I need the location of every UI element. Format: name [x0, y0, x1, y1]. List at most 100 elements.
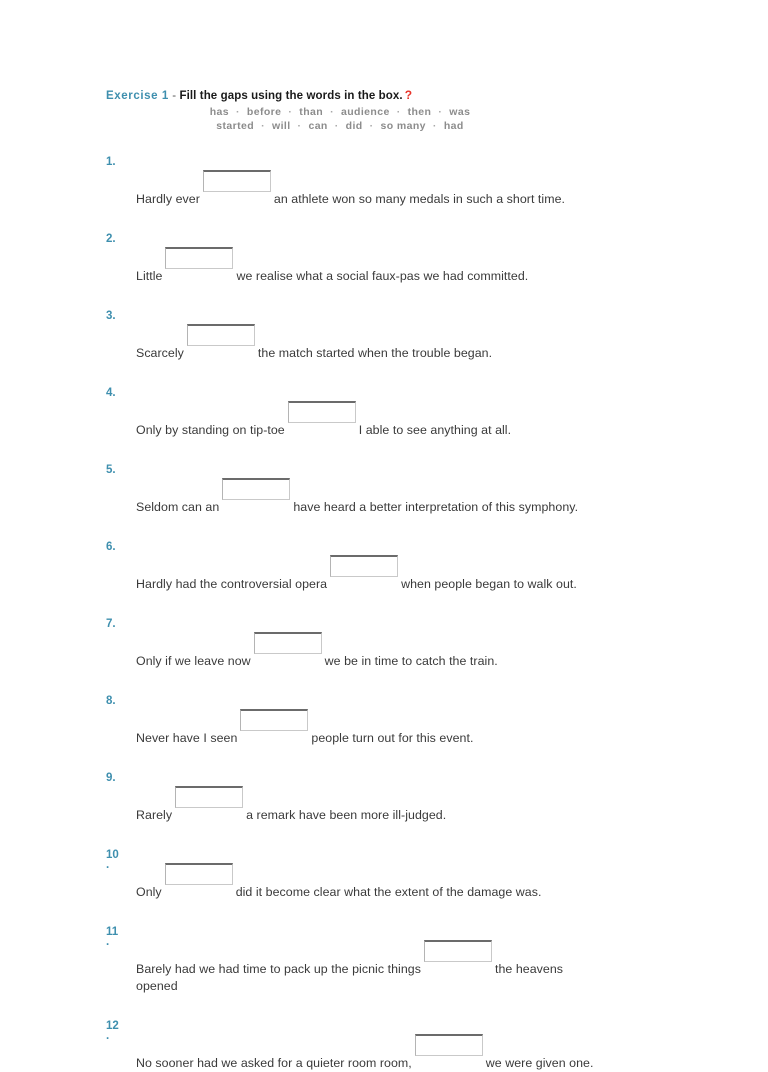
exercise-dash: -: [168, 90, 180, 102]
question-number-value: 12: [106, 1020, 119, 1032]
question-number-dot: ·: [106, 939, 110, 951]
question-number-value: 1.: [106, 156, 116, 168]
question-number: 9.: [106, 771, 132, 785]
word-bank-item[interactable]: started: [216, 119, 255, 132]
word-separator: ·: [369, 119, 374, 132]
answer-blank-input[interactable]: [253, 632, 322, 654]
question-text: Only if we leave now we be in time to cat…: [136, 617, 668, 670]
question-number-value: 2.: [106, 233, 116, 245]
word-separator: ·: [261, 119, 266, 132]
sentence-before-blank: Only by standing on tip-toe: [136, 423, 285, 437]
sentence-before-blank: Scarcely: [136, 346, 184, 360]
question-item: 11· Barely had we had time to pack up the…: [106, 925, 668, 995]
sentence-after-blank: did it become clear what the extent of t…: [235, 885, 542, 899]
sentence-before-blank: Only: [136, 885, 162, 899]
word-bank-row-1: has·before·than·audience·then·was: [120, 106, 560, 120]
question-number: 8.: [106, 694, 132, 708]
exercise-label: Exercise 1: [106, 90, 169, 102]
question-number-value: 8.: [106, 695, 116, 707]
sentence-before-blank: Hardly ever: [136, 192, 200, 206]
question-number: 12·: [106, 1019, 132, 1046]
question-number: 3.: [106, 309, 132, 323]
question-item: 9. Rarely a remark have been more ill-judg…: [106, 771, 668, 824]
question-number: 10·: [106, 848, 132, 875]
question-item: 12· No sooner had we asked for a quieter …: [106, 1019, 668, 1072]
answer-blank-input[interactable]: [164, 863, 233, 885]
word-separator: ·: [432, 119, 437, 132]
sentence-before-blank: No sooner had we asked for a quieter roo…: [136, 1056, 412, 1070]
question-number: 2.: [106, 232, 132, 246]
answer-blank-input[interactable]: [175, 786, 244, 808]
sentence-after-blank: I able to see anything at all.: [358, 423, 512, 437]
question-text: No sooner had we asked for a quieter roo…: [136, 1019, 668, 1072]
word-bank-item[interactable]: will: [272, 119, 291, 132]
word-bank-item[interactable]: was: [449, 106, 471, 118]
answer-blank-input[interactable]: [330, 555, 399, 577]
word-bank-item[interactable]: then: [407, 106, 432, 118]
question-number: 7.: [106, 617, 132, 631]
answer-blank-input[interactable]: [186, 324, 255, 346]
sentence-after-blank: we were given one.: [485, 1056, 594, 1070]
question-number-dot: ·: [106, 1033, 110, 1045]
sentence-before-blank: Never have I seen: [136, 731, 238, 745]
answer-blank-input[interactable]: [222, 478, 291, 500]
word-separator: ·: [396, 106, 401, 118]
answer-blank-input[interactable]: [240, 709, 309, 731]
question-text: Hardly ever an athlete won so many medals…: [136, 155, 668, 208]
question-number-value: 7.: [106, 618, 116, 630]
question-item: 10· Only did it become clear what the exte…: [106, 848, 668, 901]
sentence-before-blank: Rarely: [136, 808, 173, 822]
question-number-value: 4.: [106, 387, 116, 399]
question-number-value: 3.: [106, 310, 116, 322]
sentence-before-blank: Little: [136, 269, 163, 283]
word-bank-item[interactable]: did: [345, 119, 363, 132]
word-separator: ·: [438, 106, 443, 118]
word-bank-item[interactable]: than: [299, 106, 324, 118]
question-number-value: 6.: [106, 541, 116, 553]
question-text: Rarely a remark have been more ill-judged…: [136, 771, 668, 824]
question-number: 5.: [106, 463, 132, 477]
answer-blank-input[interactable]: [287, 401, 356, 423]
word-separator: ·: [330, 106, 334, 118]
sentence-before-blank: Barely had we had time to pack up the pi…: [136, 962, 421, 976]
word-bank-item[interactable]: before: [246, 106, 282, 118]
word-bank-item[interactable]: so many: [380, 119, 426, 132]
question-text: Only did it become clear what the extent …: [136, 848, 668, 901]
sentence-before-blank: Only if we leave now: [136, 654, 251, 668]
sentence-before-blank: Hardly had the controversial opera: [136, 577, 328, 591]
question-number-value: 9.: [106, 772, 116, 784]
word-separator: ·: [235, 106, 240, 118]
word-bank-item[interactable]: had: [443, 119, 464, 132]
word-separator: ·: [297, 119, 302, 132]
sentence-after-blank: we be in time to catch the train.: [324, 654, 498, 668]
question-number-dot: ·: [106, 862, 110, 874]
word-bank-row-2: started·will·can·did·so many·had: [120, 120, 560, 134]
word-bank-item[interactable]: can: [308, 119, 328, 132]
answer-blank-input[interactable]: [202, 170, 271, 192]
word-bank-item[interactable]: has: [209, 106, 229, 118]
answer-blank-input[interactable]: [165, 247, 234, 269]
question-number: 11·: [106, 925, 132, 952]
question-item: 7. Only if we leave now we be in time to c…: [106, 617, 668, 670]
question-number: 4.: [106, 386, 132, 400]
sentence-second-line: opened: [136, 979, 178, 993]
question-item: 4. Only by standing on tip-toe I able to s…: [106, 386, 668, 439]
sentence-after-blank: an athlete won so many medals in such a …: [273, 192, 566, 206]
answer-blank-input[interactable]: [423, 940, 492, 962]
sentence-before-blank: Seldom can an: [136, 500, 220, 514]
help-question-icon[interactable]: ?: [404, 88, 413, 102]
question-number: 6.: [106, 540, 132, 554]
word-bank-item[interactable]: audience: [340, 106, 390, 118]
answer-blank-input[interactable]: [414, 1034, 483, 1056]
sentence-after-blank: a remark have been more ill-judged.: [246, 808, 447, 822]
